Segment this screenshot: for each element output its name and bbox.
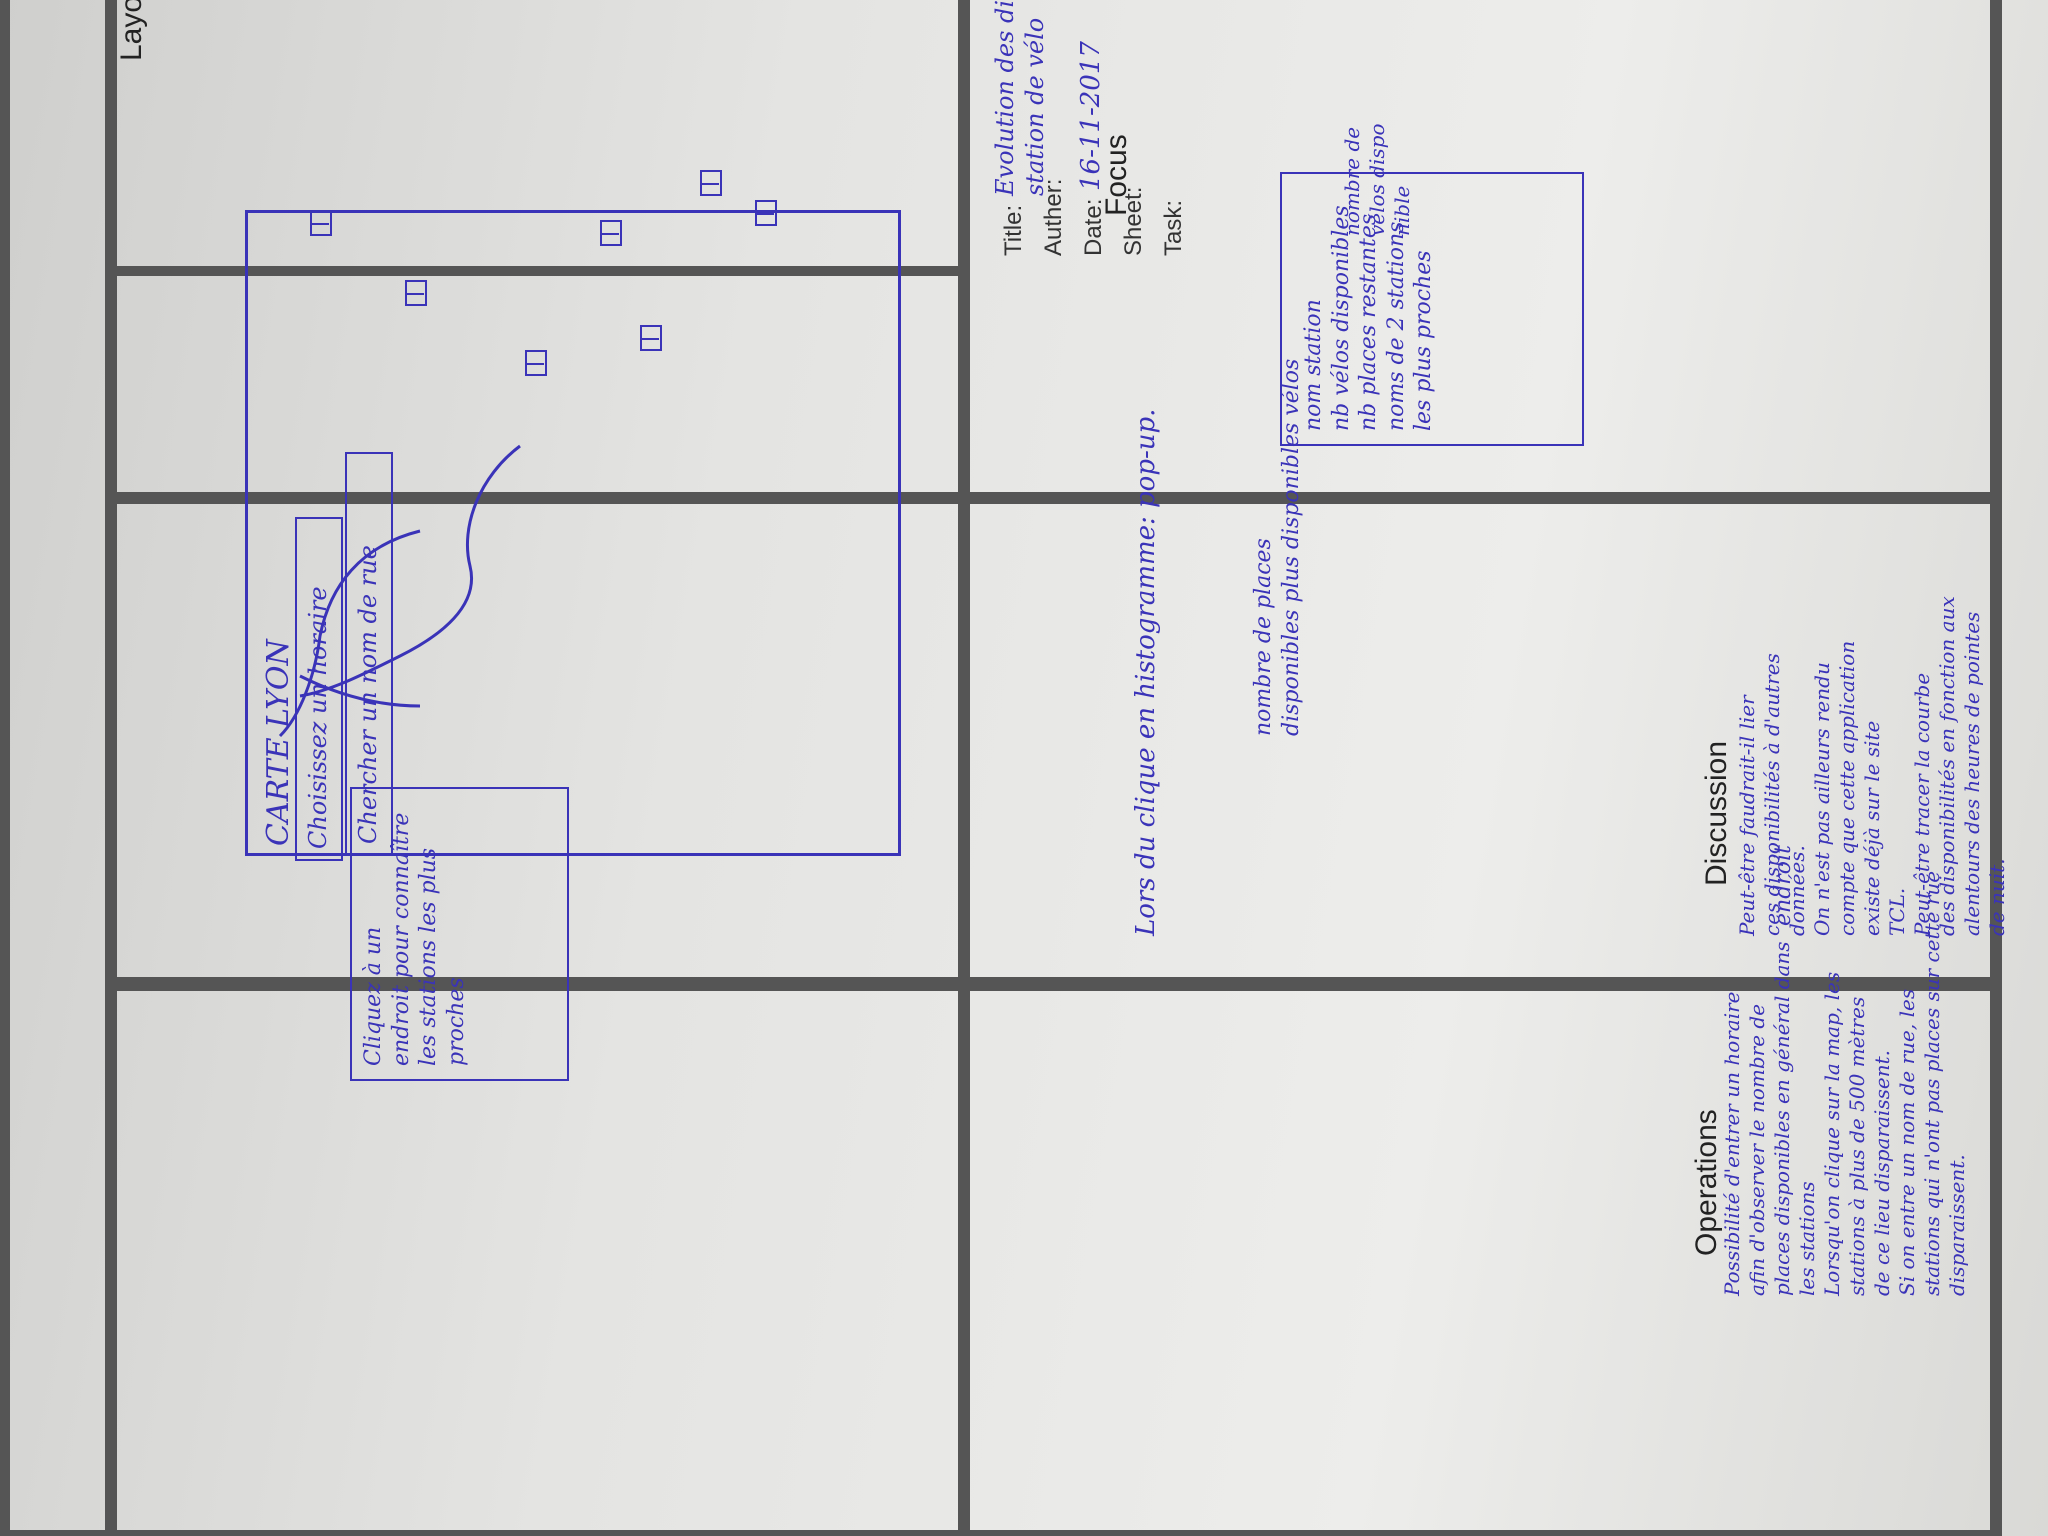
disc-line-5: compte que cette application bbox=[1835, 640, 1859, 936]
disc-line-6: existe déjà sur le site bbox=[1860, 720, 1884, 936]
disc-line-2: ces disponibilités à d'autres bbox=[1760, 653, 1784, 936]
discussion-section-title: Discussion bbox=[1700, 740, 1733, 886]
discussion-text: Peut-être faudrait-il lier ces disponibi… bbox=[1735, 476, 2010, 936]
station-icon[interactable] bbox=[405, 280, 427, 306]
station-icon[interactable] bbox=[600, 220, 622, 246]
popup-line-2: nb vélos disponibles bbox=[1328, 205, 1354, 431]
station-icon[interactable] bbox=[700, 170, 722, 196]
disc-line-10: alentours des heures de pointes bbox=[1960, 611, 1984, 936]
popup-line-5: les plus proches bbox=[1411, 250, 1436, 431]
focus-line: Lors du clique en histogramme: pop-up. bbox=[1131, 408, 1161, 936]
operations-section-title: Operations bbox=[1690, 1109, 1723, 1256]
disc-line-9: des disponibilités en fonction aux bbox=[1935, 596, 1959, 936]
popup-line-1: nom station bbox=[1301, 299, 1326, 431]
focus-popup-text: nom station nb vélos disponibles nb plac… bbox=[1300, 181, 1438, 431]
disc-line-1: Peut-être faudrait-il lier bbox=[1735, 695, 1759, 936]
popup-line-4: noms de 2 stations bbox=[1383, 221, 1409, 431]
disc-line-4: On n'est pas ailleurs rendu bbox=[1810, 662, 1834, 936]
station-legend-icon bbox=[310, 210, 332, 236]
popup-line-3: nb places restantes bbox=[1356, 213, 1381, 431]
focus-section-title: Focus bbox=[1100, 134, 1133, 216]
disc-line-3: données. bbox=[1785, 845, 1809, 936]
station-icon[interactable] bbox=[755, 200, 777, 226]
hint-text: Cliquez à un endroit pour connaître les … bbox=[360, 796, 470, 1066]
legend-line-1: nombre de places bbox=[1251, 538, 1276, 736]
hint-line-1: Cliquez à un bbox=[361, 926, 386, 1066]
station-icon[interactable] bbox=[525, 350, 547, 376]
disc-line-11: de nuit. bbox=[1985, 858, 2009, 936]
disc-line-7: TCL. bbox=[1885, 887, 1909, 936]
disc-line-8: Peut-être tracer la courbe bbox=[1910, 672, 1934, 936]
hint-line-3: les stations les plus bbox=[416, 847, 441, 1066]
hint-line-4: proches bbox=[443, 977, 469, 1066]
station-icon[interactable] bbox=[640, 325, 662, 351]
hint-line-2: endroit pour connaître bbox=[388, 812, 414, 1066]
